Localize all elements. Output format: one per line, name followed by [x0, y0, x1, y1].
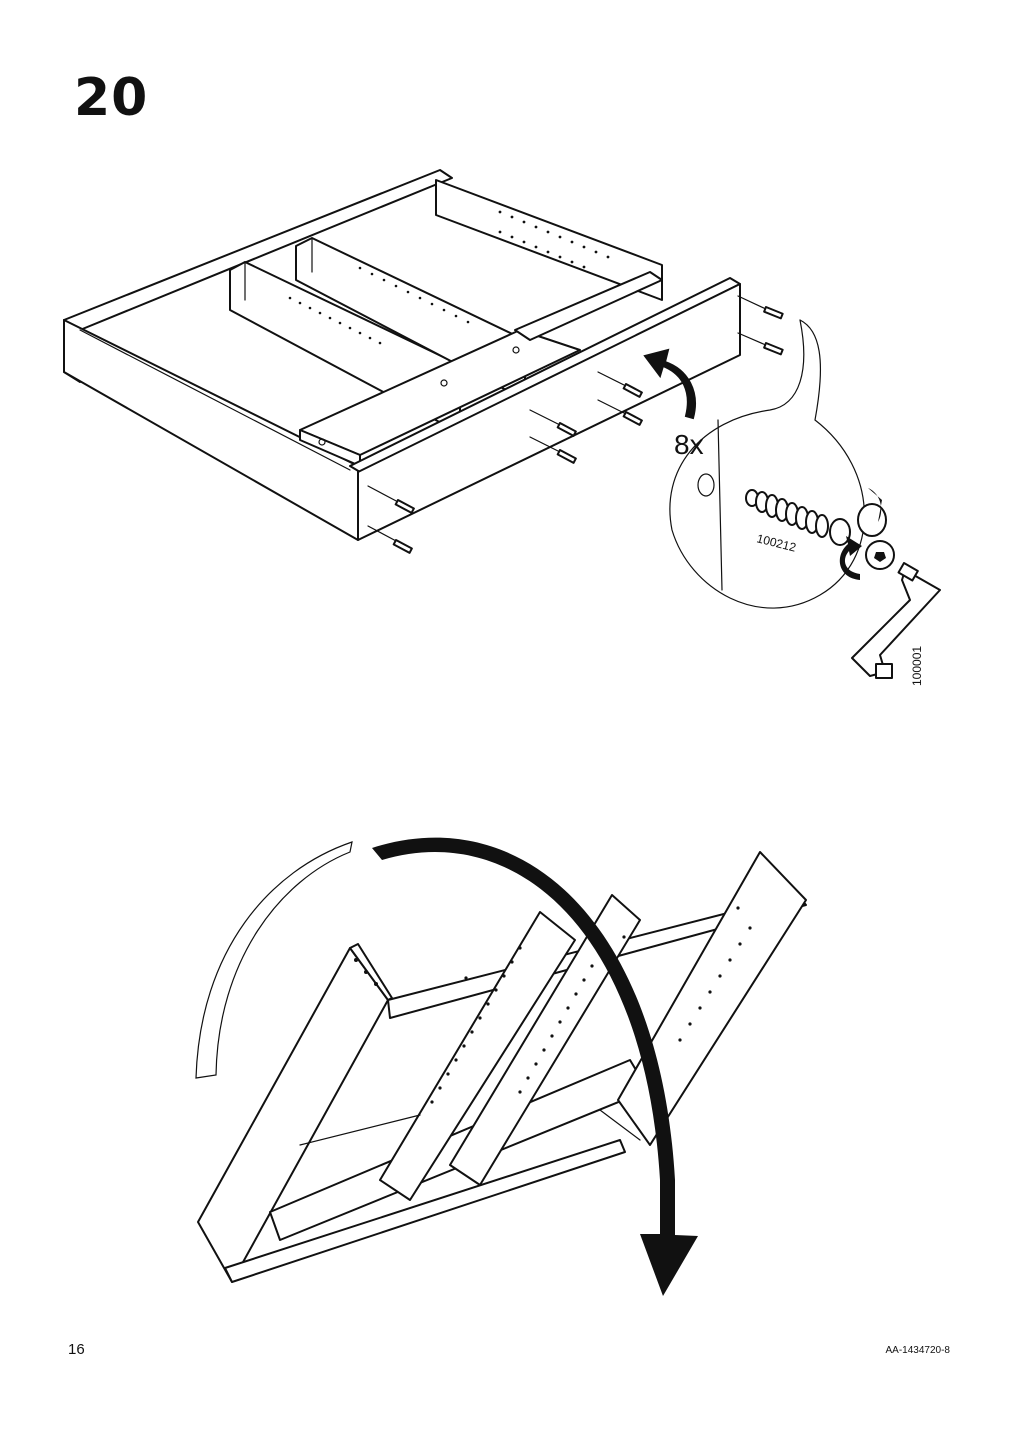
step-number: 20: [74, 68, 149, 128]
rotation-arrow-icon: [372, 837, 698, 1296]
curved-arrow-icon: [643, 348, 696, 420]
divider-holes: [288, 210, 610, 345]
dowel-icon: [745, 489, 895, 570]
panel-holes: [354, 906, 752, 1104]
detail-callout: 100212: [669, 319, 895, 609]
quantity-label: 8x: [674, 429, 704, 460]
tool-part-number: 100001: [910, 646, 924, 686]
frame-drawing-bottom: [195, 837, 807, 1296]
dowel-screws: [367, 295, 784, 554]
dowel-part-number: 100212: [755, 531, 798, 554]
allen-key-icon: [851, 562, 941, 679]
rotate-arrow-icon: [839, 536, 862, 580]
document-id: AA-1434720-8: [885, 1345, 951, 1356]
frame-drawing-top: [63, 169, 784, 554]
page-number: 16: [68, 1341, 85, 1358]
